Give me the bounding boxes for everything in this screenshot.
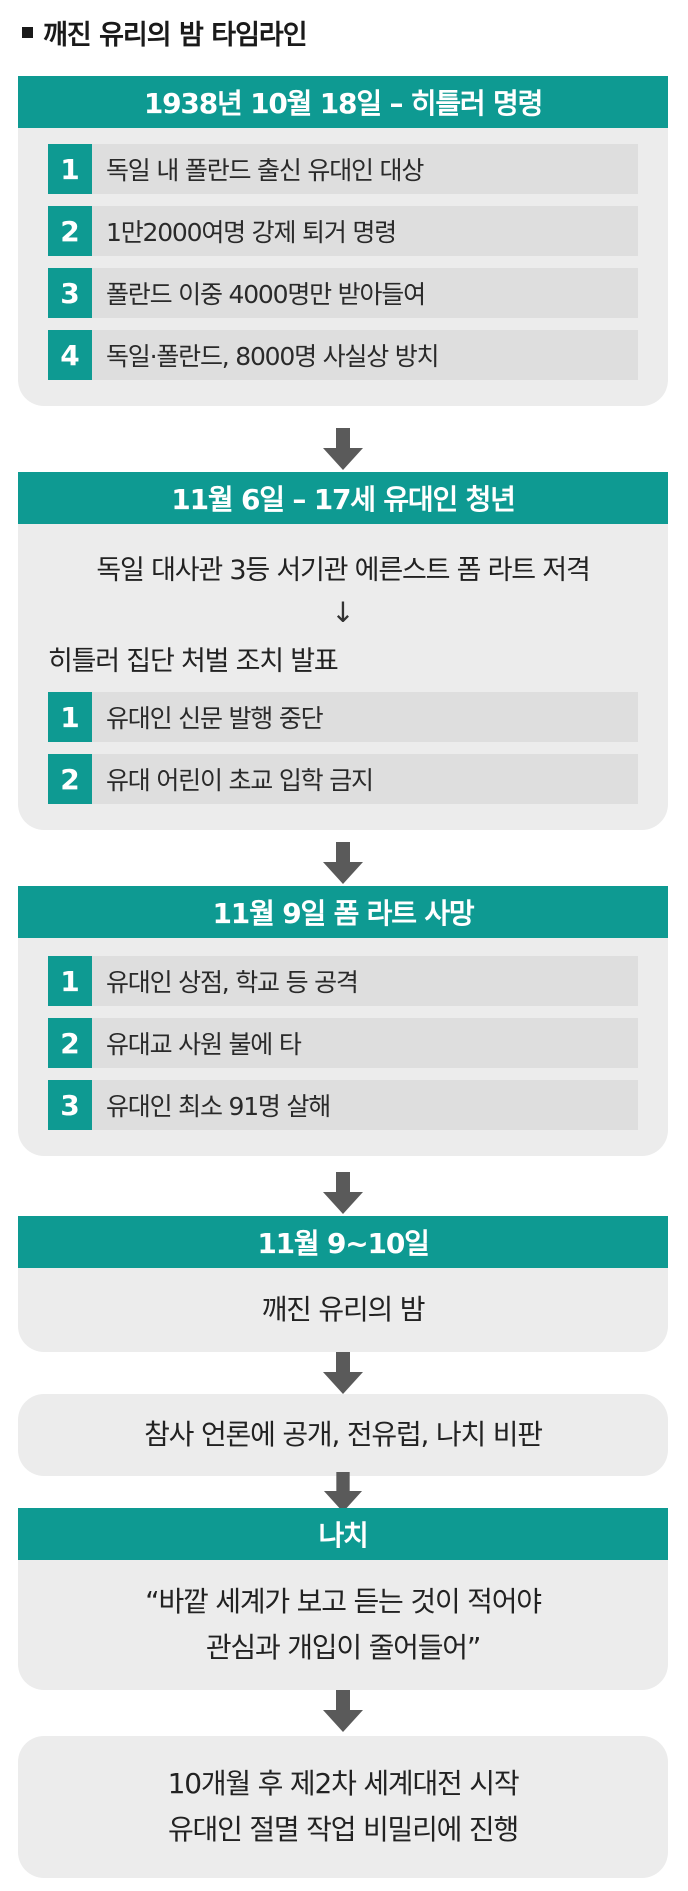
down-arrow-icon bbox=[323, 1690, 363, 1732]
list-item: 2 유대 어린이 초교 입학 금지 bbox=[48, 754, 638, 804]
list-item: 1 유대인 상점, 학교 등 공격 bbox=[48, 956, 638, 1006]
square-bullet-icon bbox=[22, 26, 33, 38]
list-item: 3 폴란드 이중 4000명만 받아들여 bbox=[48, 268, 638, 318]
down-arrow-icon bbox=[323, 842, 363, 884]
item-number: 2 bbox=[48, 206, 92, 256]
section-vom-rath-death: 11월 9일 폼 라트 사망 1 유대인 상점, 학교 등 공격 2 유대교 사… bbox=[18, 886, 668, 1156]
event-description: 참사 언론에 공개, 전유럽, 나치 비판 bbox=[144, 1418, 543, 1451]
item-number: 1 bbox=[48, 956, 92, 1006]
quote-line: 관심과 개입이 줄어들어” bbox=[205, 1631, 482, 1664]
item-number: 4 bbox=[48, 330, 92, 380]
down-thin-arrow-icon: ↓ bbox=[331, 596, 355, 629]
item-text: 독일 내 폴란드 출신 유대인 대상 bbox=[106, 156, 424, 185]
section-media-exposure: 참사 언론에 공개, 전유럽, 나치 비판 bbox=[18, 1394, 668, 1476]
section-header: 11월 9일 폼 라트 사망 bbox=[18, 886, 668, 938]
item-text: 1만2000여명 강제 퇴거 명령 bbox=[106, 218, 397, 247]
section-kristallnacht: 11월 9~10일 깨진 유리의 밤 bbox=[18, 1216, 668, 1352]
item-text: 폴란드 이중 4000명만 받아들여 bbox=[106, 280, 426, 309]
quote: “바깥 세계가 보고 듣는 것이 적어야 관심과 개입이 줄어들어” bbox=[18, 1560, 668, 1690]
section-panel: 참사 언론에 공개, 전유럽, 나치 비판 bbox=[18, 1394, 668, 1476]
item-text: 독일·폴란드, 8000명 사실상 방치 bbox=[106, 342, 440, 371]
item-text: 유대교 사원 불에 타 bbox=[106, 1030, 302, 1059]
event-name: 깨진 유리의 밤 bbox=[261, 1293, 426, 1326]
section-header: 11월 6일 – 17세 유대인 청년 bbox=[18, 472, 668, 524]
section-panel: 1 유대인 상점, 학교 등 공격 2 유대교 사원 불에 타 3 유대인 최소… bbox=[18, 938, 668, 1156]
list-item: 1 유대인 신문 발행 중단 bbox=[48, 692, 638, 742]
aftermath-line: 10개월 후 제2차 세계대전 시작 bbox=[167, 1767, 520, 1800]
section-header: 나치 bbox=[18, 1508, 668, 1560]
item-text: 유대 어린이 초교 입학 금지 bbox=[106, 766, 374, 795]
section-header: 1938년 10월 18일 – 히틀러 명령 bbox=[18, 76, 668, 128]
quote-line: “바깥 세계가 보고 듣는 것이 적어야 bbox=[145, 1585, 542, 1618]
event-consequence: 히틀러 집단 처벌 조치 발표 bbox=[48, 646, 339, 677]
item-number: 3 bbox=[48, 1080, 92, 1130]
item-text: 유대인 신문 발행 중단 bbox=[106, 704, 324, 733]
down-arrow-icon bbox=[323, 1352, 363, 1394]
item-number: 3 bbox=[48, 268, 92, 318]
item-text: 유대인 최소 91명 살해 bbox=[106, 1092, 331, 1121]
item-number: 2 bbox=[48, 754, 92, 804]
section-panel: 1 독일 내 폴란드 출신 유대인 대상 2 1만2000여명 강제 퇴거 명령… bbox=[18, 128, 668, 406]
down-arrow-icon bbox=[323, 428, 363, 470]
down-arrow-icon bbox=[323, 1172, 363, 1214]
page-title-text: 깨진 유리의 밤 타임라인 bbox=[43, 19, 308, 51]
aftermath-text: 10개월 후 제2차 세계대전 시작 유대인 절멸 작업 비밀리에 진행 bbox=[18, 1736, 668, 1878]
section-header: 11월 9~10일 bbox=[18, 1216, 668, 1268]
item-text: 유대인 상점, 학교 등 공격 bbox=[106, 968, 359, 997]
section-aftermath: 10개월 후 제2차 세계대전 시작 유대인 절멸 작업 비밀리에 진행 bbox=[18, 1736, 668, 1878]
list-item: 2 유대교 사원 불에 타 bbox=[48, 1018, 638, 1068]
list-item: 4 독일·폴란드, 8000명 사실상 방치 bbox=[48, 330, 638, 380]
list-item: 3 유대인 최소 91명 살해 bbox=[48, 1080, 638, 1130]
event-description: 독일 대사관 3등 서기관 에른스트 폼 라트 저격 bbox=[96, 555, 590, 586]
section-panel: 독일 대사관 3등 서기관 에른스트 폼 라트 저격 ↓ 히틀러 집단 처벌 조… bbox=[18, 524, 668, 830]
section-panel: 10개월 후 제2차 세계대전 시작 유대인 절멸 작업 비밀리에 진행 bbox=[18, 1736, 668, 1878]
item-number: 1 bbox=[48, 144, 92, 194]
item-number: 2 bbox=[48, 1018, 92, 1068]
item-number: 1 bbox=[48, 692, 92, 742]
section-panel: “바깥 세계가 보고 듣는 것이 적어야 관심과 개입이 줄어들어” bbox=[18, 1560, 668, 1690]
section-assassination: 11월 6일 – 17세 유대인 청년 독일 대사관 3등 서기관 에른스트 폼… bbox=[18, 472, 668, 830]
section-panel: 깨진 유리의 밤 bbox=[18, 1268, 668, 1352]
section-hitler-order: 1938년 10월 18일 – 히틀러 명령 1 독일 내 폴란드 출신 유대인… bbox=[18, 76, 668, 406]
down-arrow-icon bbox=[323, 1472, 363, 1512]
list-item: 2 1만2000여명 강제 퇴거 명령 bbox=[48, 206, 638, 256]
aftermath-line: 유대인 절멸 작업 비밀리에 진행 bbox=[167, 1813, 519, 1846]
section-nazi-quote: 나치 “바깥 세계가 보고 듣는 것이 적어야 관심과 개입이 줄어들어” bbox=[18, 1508, 668, 1690]
list-item: 1 독일 내 폴란드 출신 유대인 대상 bbox=[48, 144, 638, 194]
page-title: 깨진 유리의 밤 타임라인 bbox=[22, 12, 308, 52]
